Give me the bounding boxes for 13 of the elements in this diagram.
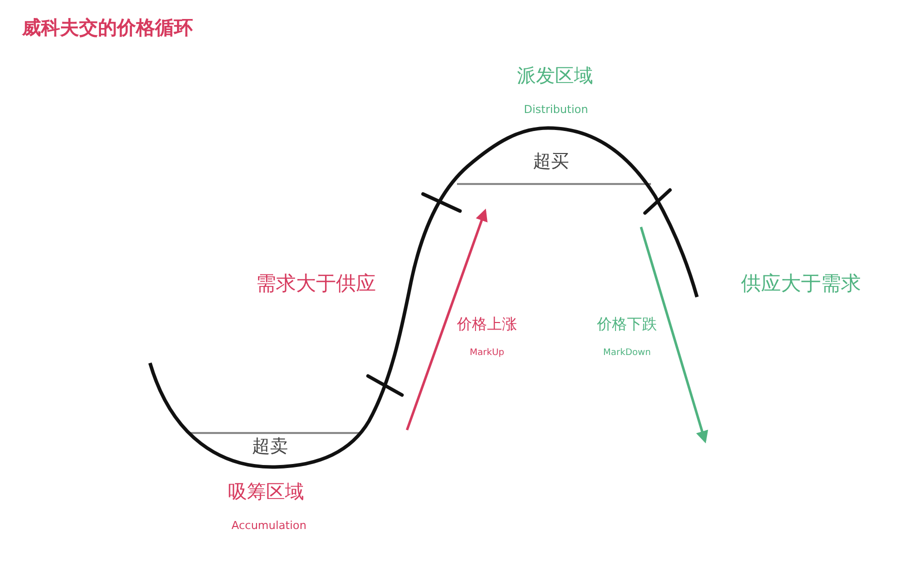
zone-heading: 吸筹区域: [228, 482, 304, 504]
zone-label: 超买: [533, 152, 569, 173]
diagram-title: 威科夫交的价格循环: [22, 18, 193, 40]
arrow-label: 价格下跌: [597, 316, 657, 334]
arrow-sublabel: MarkUp: [470, 348, 504, 358]
phase-label: 供应大于需求: [741, 272, 861, 295]
zone-subheading: Accumulation: [232, 520, 306, 533]
zone-subheading: Distribution: [524, 104, 588, 117]
arrow-sublabel: MarkDown: [603, 348, 651, 358]
arrow-label: 价格上涨: [457, 316, 517, 334]
zone-label: 超卖: [252, 437, 288, 458]
zone-heading: 派发区域: [517, 66, 593, 88]
phase-label: 需求大于供应: [256, 272, 376, 295]
